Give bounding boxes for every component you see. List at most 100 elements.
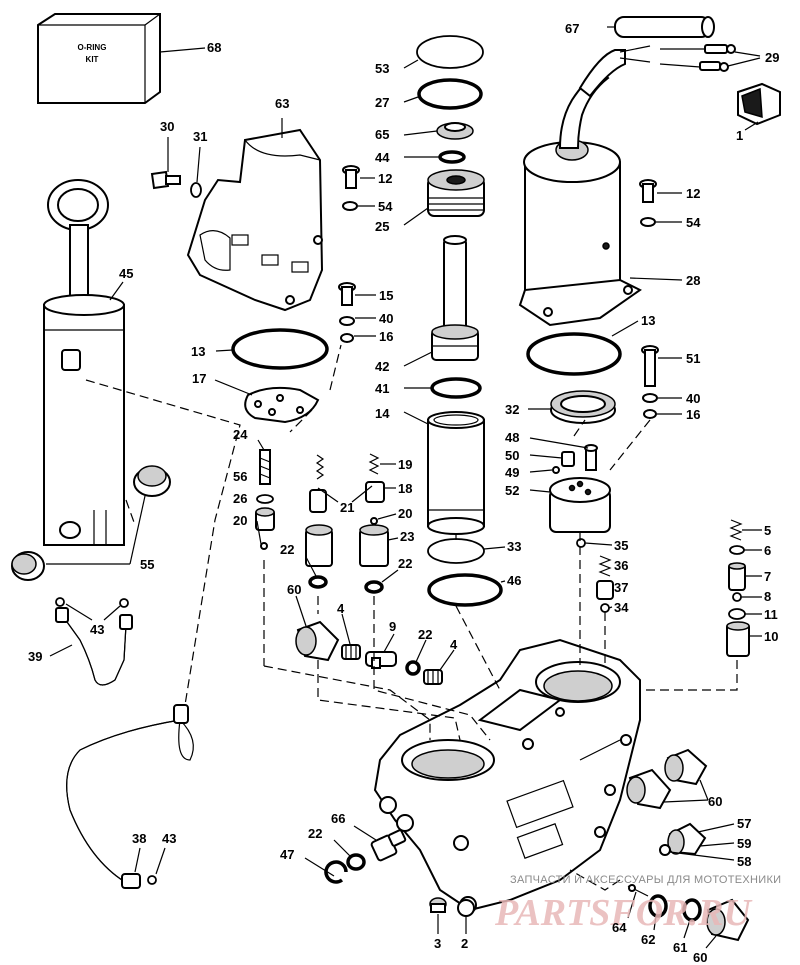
part-29-terminals bbox=[659, 44, 736, 72]
callout-46: 46 bbox=[507, 573, 521, 588]
part-47-clip bbox=[324, 860, 348, 884]
part-52-cap bbox=[549, 477, 611, 533]
part-60-valve-c bbox=[626, 768, 672, 810]
part-62-oring bbox=[648, 894, 668, 918]
watermark-tagline: ЗАПЧАСТИ И АКСЕССУАРЫ ДЛЯ МОТОТЕХНИКИ bbox=[510, 874, 781, 886]
oring-kit-box: O-RING KIT bbox=[37, 13, 161, 104]
part-27-oring bbox=[417, 78, 483, 110]
part-43-oring-b bbox=[119, 598, 129, 608]
part-60-valve-b bbox=[664, 748, 708, 786]
callout-57: 57 bbox=[737, 816, 751, 831]
callout-15: 15 bbox=[379, 288, 393, 303]
callout-29: 29 bbox=[765, 50, 779, 65]
part-25-gland-nut bbox=[427, 169, 485, 217]
watermark-brand: PARTSFOR.RU bbox=[494, 892, 753, 934]
part-31-washer bbox=[190, 182, 202, 198]
part-9-shuttle bbox=[365, 651, 397, 669]
callout-51: 51 bbox=[686, 351, 700, 366]
part-1-connector bbox=[737, 82, 781, 126]
callout-34: 34 bbox=[614, 600, 629, 615]
part-12-screw-left bbox=[342, 165, 360, 189]
callout-65: 65 bbox=[375, 127, 389, 142]
callout-68: 68 bbox=[207, 40, 221, 55]
part-41-ring bbox=[430, 377, 482, 399]
part-51-bolt bbox=[641, 345, 659, 387]
kit-label-line1: O-RING bbox=[78, 43, 107, 52]
part-66-fitting bbox=[370, 829, 407, 862]
callout-60c: 60 bbox=[693, 950, 707, 965]
callout-20a: 20 bbox=[233, 513, 247, 528]
callout-1: 1 bbox=[736, 128, 743, 143]
callout-40a: 40 bbox=[379, 311, 393, 326]
callout-32: 32 bbox=[505, 402, 519, 417]
part-40-washer-left bbox=[339, 316, 355, 326]
part-48-check-valve bbox=[584, 444, 598, 471]
part-54-washer-left bbox=[342, 201, 358, 211]
part-17-plate bbox=[244, 386, 320, 424]
callout-67: 67 bbox=[565, 21, 579, 36]
callout-35: 35 bbox=[614, 538, 628, 553]
callout-56: 56 bbox=[233, 469, 247, 484]
callout-13a: 13 bbox=[191, 344, 205, 359]
callout-52: 52 bbox=[505, 483, 519, 498]
part-22-oring-c bbox=[405, 660, 421, 676]
callout-6: 6 bbox=[764, 543, 771, 558]
part-28-motor bbox=[518, 45, 651, 327]
callout-24: 24 bbox=[233, 427, 248, 442]
part-45-trim-cylinder bbox=[43, 179, 125, 546]
part-26-oring bbox=[256, 494, 274, 504]
part-valve-body-left bbox=[305, 489, 333, 567]
part-37-spool bbox=[596, 580, 614, 600]
part-55-bushing-top bbox=[133, 465, 171, 497]
callout-17: 17 bbox=[192, 371, 206, 386]
callout-4b: 4 bbox=[450, 637, 458, 652]
callout-28: 28 bbox=[686, 273, 700, 288]
callout-54a: 54 bbox=[378, 199, 393, 214]
callout-66: 66 bbox=[331, 811, 345, 826]
callout-20b: 20 bbox=[398, 506, 412, 521]
callout-50: 50 bbox=[505, 448, 519, 463]
callout-18: 18 bbox=[398, 481, 412, 496]
callout-25: 25 bbox=[375, 219, 389, 234]
part-22-oring-a bbox=[308, 575, 328, 589]
callout-44: 44 bbox=[375, 150, 390, 165]
callout-40b: 40 bbox=[686, 391, 700, 406]
part-10-plug bbox=[726, 621, 750, 657]
callout-21: 21 bbox=[340, 500, 354, 515]
callout-3: 3 bbox=[434, 936, 441, 951]
part-20-ball-right bbox=[370, 517, 378, 525]
part-33-oring bbox=[427, 538, 485, 564]
callout-42: 42 bbox=[375, 359, 389, 374]
callout-22b: 22 bbox=[398, 556, 412, 571]
callout-10: 10 bbox=[764, 629, 778, 644]
part-23-valve-body bbox=[359, 524, 389, 567]
callout-31: 31 bbox=[193, 129, 207, 144]
callout-47: 47 bbox=[280, 847, 294, 862]
callout-38: 38 bbox=[132, 831, 146, 846]
part-15-screw bbox=[338, 282, 356, 306]
part-11-oring bbox=[728, 608, 746, 620]
callout-39: 39 bbox=[28, 649, 42, 664]
part-60-valve-a bbox=[295, 620, 340, 662]
callout-30: 30 bbox=[160, 119, 174, 134]
callout-37: 37 bbox=[614, 580, 628, 595]
part-32-ring bbox=[550, 390, 616, 424]
callout-8: 8 bbox=[764, 589, 771, 604]
callout-9: 9 bbox=[389, 619, 396, 634]
callout-43a: 43 bbox=[90, 622, 104, 637]
callout-43b: 43 bbox=[162, 831, 176, 846]
callout-12b: 12 bbox=[686, 186, 700, 201]
part-67-sleeve bbox=[614, 16, 715, 38]
part-19-spring bbox=[368, 453, 380, 475]
callout-2: 2 bbox=[461, 936, 468, 951]
callout-45: 45 bbox=[119, 266, 133, 281]
part-42-piston-rod bbox=[431, 235, 479, 361]
part-8-ring bbox=[732, 592, 742, 602]
part-64-pin bbox=[627, 884, 649, 897]
callout-62: 62 bbox=[641, 932, 655, 947]
part-22-oring-d bbox=[346, 853, 366, 871]
callout-60a: 60 bbox=[287, 582, 301, 597]
callout-53: 53 bbox=[375, 61, 389, 76]
callout-13b: 13 bbox=[641, 313, 655, 328]
part-18-spool bbox=[365, 481, 385, 503]
